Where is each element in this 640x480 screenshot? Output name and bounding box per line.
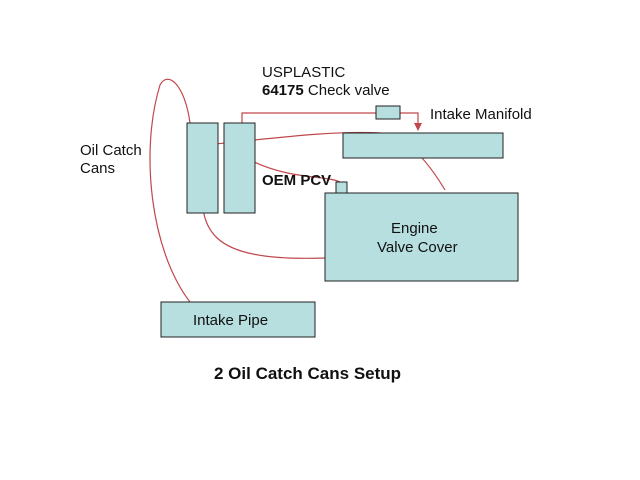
oem-pcv-label: OEM PCV bbox=[262, 172, 332, 189]
engine-label: Engine bbox=[391, 220, 438, 237]
check-valve-part-number: 64175 bbox=[262, 82, 304, 99]
oil-catch-cans-label-line1: Oil Catch bbox=[80, 142, 142, 159]
intake-pipe-label: Intake Pipe bbox=[193, 312, 269, 329]
check-valve-brand-label: USPLASTIC bbox=[262, 64, 346, 81]
check-valve bbox=[375, 105, 401, 120]
valve-cover-label: Valve Cover bbox=[377, 239, 458, 256]
hose-check-valve-to-intake-manifold bbox=[400, 112, 422, 131]
hose-right-can-to-oem-pcv bbox=[249, 159, 341, 183]
diagram-caption: 2 Oil Catch Cans Setup bbox=[214, 364, 402, 383]
check-valve-name: Check valve bbox=[307, 82, 390, 99]
intake-manifold-label: Intake Manifold bbox=[430, 106, 532, 123]
hose-right-can-to-check-valve bbox=[241, 112, 376, 128]
intake-pipe bbox=[160, 301, 316, 338]
engine-valve-cover bbox=[324, 192, 519, 282]
oil-catch-can-right bbox=[223, 122, 256, 214]
intake-manifold bbox=[342, 132, 504, 159]
oem-pcv-valve bbox=[335, 181, 348, 195]
oil-catch-can-left bbox=[186, 122, 219, 214]
oil-catch-cans-label-line2: Cans bbox=[80, 160, 116, 177]
check-valve-label: 64175 Check valve bbox=[262, 82, 390, 100]
hose-intake-pipe-to-left-can bbox=[149, 78, 191, 303]
